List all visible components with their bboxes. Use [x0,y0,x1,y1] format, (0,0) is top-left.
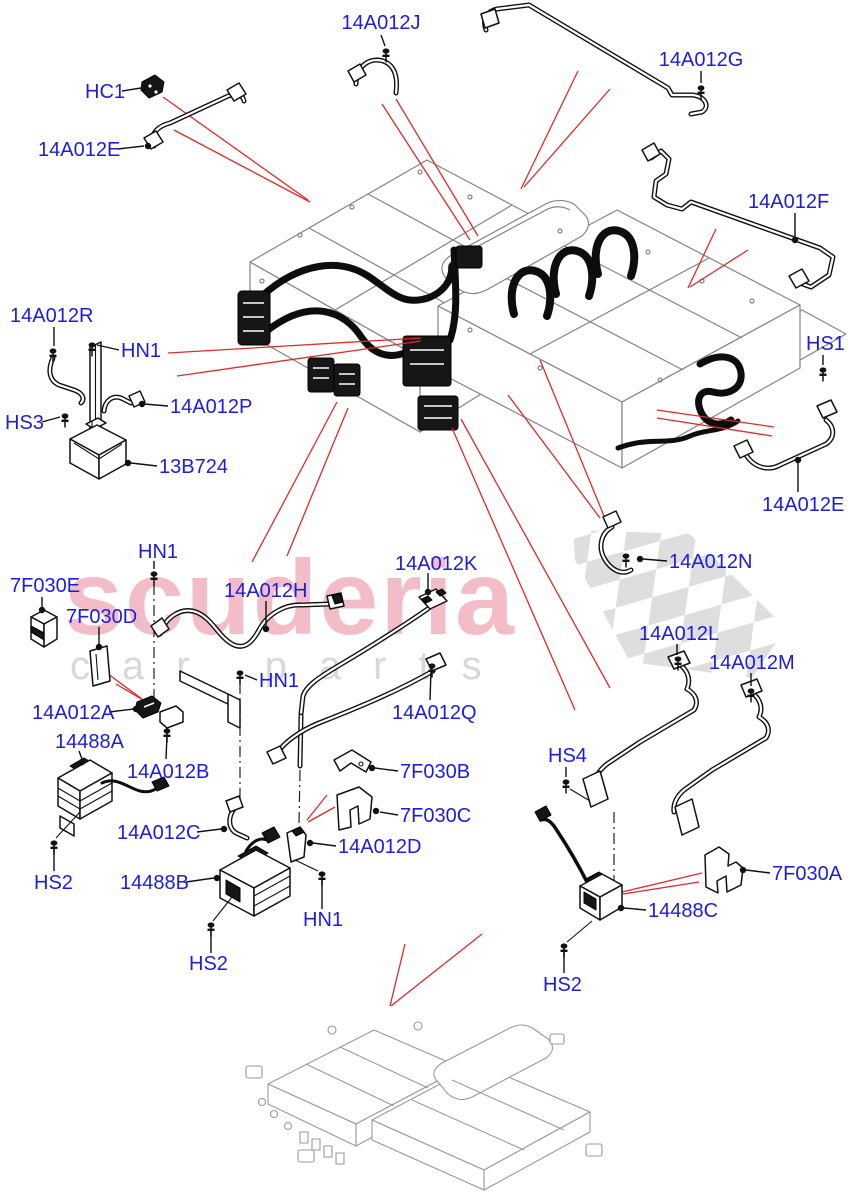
part-label-14a012r: 14A012R [10,305,93,327]
part-label-7f030b: 7F030B [400,761,470,783]
part-13b724-module [69,417,127,480]
part-label-14a012d: 14A012D [338,836,421,858]
part-label-14a012k: 14A012K [395,553,478,575]
part-14a012q-tube [266,652,447,765]
part-label-7f030d: 7F030D [66,606,137,628]
battery-pack-main-drawing [237,159,847,469]
construction-lines [153,584,615,880]
part-14a012e-right-tube [733,399,838,468]
harness-connectors [237,245,483,431]
part-label-14a012e-right: 14A012E [762,494,844,516]
part-14a012d-bracket [286,826,307,863]
part-hn1-bottom-bolt [294,859,327,887]
part-14a012b-bracket [159,705,184,744]
part-14a012c-elbow [225,795,247,838]
part-hs1-bolt [818,366,828,383]
part-label-14488a: 14488A [55,731,125,753]
part-label-14a012e-top: 14A012E [38,139,120,161]
part-14a012a-clip [134,695,162,719]
part-hs4-foot-link [569,788,591,802]
part-label-14a012b: 14A012B [127,761,209,783]
part-label-14a012m: 14A012M [709,652,795,674]
part-hc1-clip [140,74,165,99]
part-14a012j-tube [347,47,397,93]
part-label-14a012j: 14A012J [342,12,421,34]
part-label-14a012g: 14A012G [659,49,744,71]
part-label-hs2-3: HS2 [543,974,582,996]
part-label-hc1: HC1 [85,81,125,103]
callout-lines [38,34,824,973]
part-label-hs2-2: HS2 [189,953,228,975]
part-label-14a012h: 14A012H [224,580,307,602]
part-label-14a012q: 14A012Q [392,702,477,724]
part-label-14a012f: 14A012F [748,191,829,213]
part-label-hs3: HS3 [5,412,44,434]
part-label-14a012l: 14A012L [639,623,719,645]
part-14a012m-tube [674,678,769,836]
part-7f030d-plate [89,645,111,687]
part-14a012h-tube [149,570,345,646]
part-hs4-bolt [561,778,571,795]
battery-pack-overview-drawing [245,1021,603,1191]
part-14a012f-tube [641,142,833,288]
part-label-hn1-2: HN1 [138,541,178,563]
part-mount-rail [179,669,245,729]
part-14488a-connector [49,757,170,856]
part-label-hs1: HS1 [806,333,845,355]
part-7f030c-clip [336,786,373,831]
part-label-7f030e: 7F030E [10,575,80,597]
part-label-hn1-3: HN1 [259,670,299,692]
part-7f030e-box [30,609,58,648]
part-label-hs4: HS4 [548,745,587,767]
part-14488b-connector [206,826,291,938]
part-label-7f030c: 7F030C [400,805,471,827]
part-label-14a012a: 14A012A [32,702,115,724]
part-label-14a012n: 14A012N [669,551,752,573]
part-label-hn1-1: HN1 [121,340,161,362]
part-label-14488c: 14488C [648,900,718,922]
screw-marks [259,169,755,383]
part-drawings [30,5,838,959]
part-14a012l-tube [582,650,696,808]
part-14a012g-tube [480,5,706,114]
part-label-14488b: 14488B [120,872,189,894]
part-14a012n-tube [601,510,631,572]
harness-cables [258,226,745,451]
part-label-hn1-4: HN1 [303,909,343,931]
part-labels: 14A012J 14A012G HC1 14A012E 14A012F 14A0… [5,12,845,996]
part-label-14a012c: 14A012C [117,822,200,844]
part-label-hs2-1: HS2 [34,872,73,894]
part-label-14a012p: 14A012P [170,396,252,418]
part-7f030a-clip [704,846,744,894]
red-locator-lines [103,70,775,1007]
part-label-7f030a: 7F030A [772,863,843,885]
part-7f030b-bracket [333,749,372,773]
part-label-13b724: 13B724 [159,456,228,478]
part-14488c-connector [534,805,623,959]
